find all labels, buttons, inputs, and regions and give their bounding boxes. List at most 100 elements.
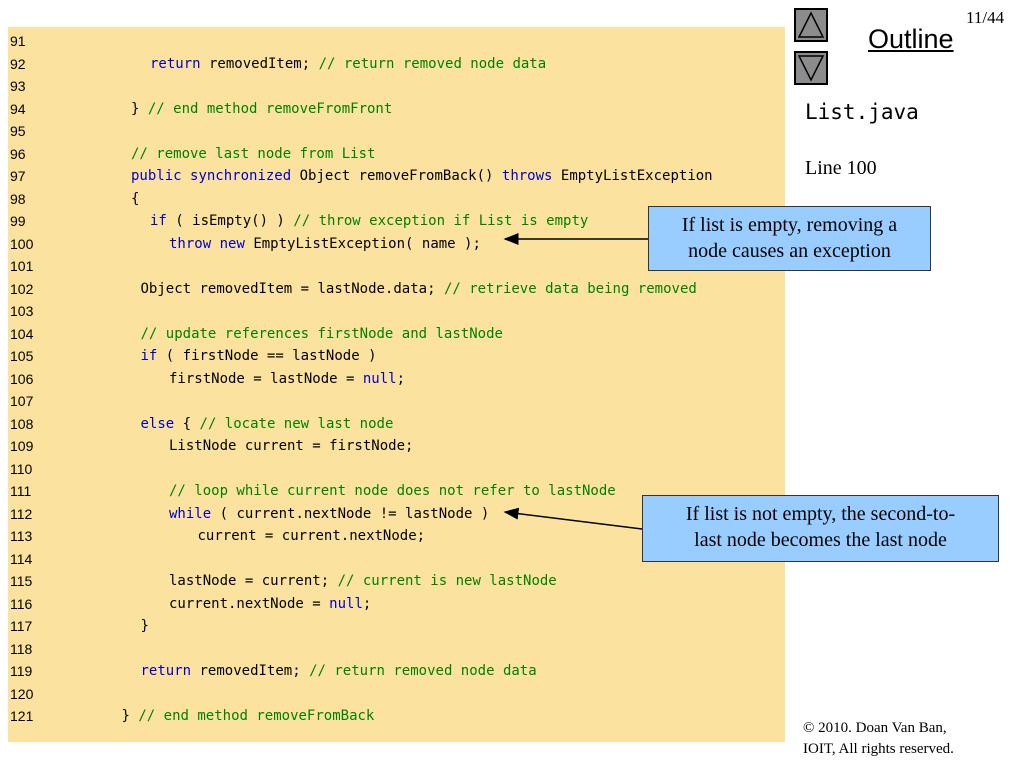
code-comment: // remove last node from List (131, 145, 376, 162)
line-number: 110 (10, 460, 33, 477)
line-number: 91 (10, 33, 26, 49)
code-text: if ( firstNode == lastNode ) (141, 345, 377, 367)
line-number: 107 (10, 393, 34, 409)
code-text: return removedItem; // return removed no… (141, 660, 537, 682)
code-text: throw new EmptyListException( name ); (169, 233, 481, 255)
line-number: 108 (10, 415, 34, 432)
line-number: 105 (10, 348, 34, 364)
code-comment: // throw exception if List is empty (293, 213, 589, 229)
code-token: Object removedItem = lastNode.data; (140, 280, 444, 297)
code-line: 96 // remove last node from List (8, 143, 785, 165)
callout-line: last node becomes the last node (694, 529, 947, 551)
code-token: { (131, 190, 140, 207)
callout-non-empty-list: If list is not empty, the second-to- las… (642, 495, 999, 562)
line-number: 102 (10, 280, 34, 297)
code-keyword: if (150, 213, 167, 229)
code-line: 120 (8, 683, 785, 705)
code-token: current.nextNode = (169, 595, 330, 612)
line-number: 100 (10, 235, 34, 252)
code-token: removedItem; (200, 55, 319, 72)
code-keyword: else (140, 415, 175, 432)
code-text: } // end method removeFromFront (131, 98, 392, 120)
line-number: 114 (10, 550, 33, 567)
line-number: 116 (10, 595, 33, 612)
line-number: 106 (10, 370, 34, 387)
code-token: Object removeFromBack() (291, 168, 502, 184)
next-slide-button[interactable] (794, 51, 828, 85)
code-token: firstNode = lastNode = (169, 370, 363, 387)
code-line: 100 throw new EmptyListException( name ); (8, 233, 785, 255)
line-number: 95 (10, 123, 26, 139)
code-text: ListNode current = firstNode; (169, 435, 413, 457)
line-number: 115 (10, 573, 33, 589)
outline-link[interactable]: Outline (868, 24, 954, 54)
code-token: ListNode current = firstNode; (169, 438, 414, 454)
code-comment: // loop while current node does not refe… (169, 483, 616, 499)
line-number: 117 (10, 618, 33, 634)
slide-counter: 11/44 (966, 8, 1005, 27)
code-line: 110 (8, 458, 785, 480)
line-number: 112 (10, 505, 33, 522)
code-keyword: if (140, 348, 158, 364)
code-token: current = current.nextNode; (197, 528, 426, 544)
code-line: 115 lastNode = current; // current is new… (8, 570, 785, 592)
code-text: { (131, 188, 139, 210)
code-keyword: null (329, 595, 363, 612)
callout-2-arrow (503, 507, 643, 530)
code-line: 93 (8, 75, 785, 97)
code-text: while ( current.nextNode != lastNode ) (169, 503, 489, 525)
callout-empty-list: If list is empty, removing a node causes… (648, 206, 931, 271)
line-reference: Line 100 (805, 157, 877, 179)
code-line: 104// update references firstNode and la… (8, 323, 785, 345)
code-line: 95 (8, 120, 785, 142)
code-line: 107 (8, 390, 785, 412)
code-line: 117} (8, 615, 785, 637)
previous-slide-button[interactable] (794, 8, 828, 42)
code-token: EmptyListException (552, 168, 713, 184)
code-comment: // return removed node data (318, 55, 547, 72)
code-token: lastNode = current; (169, 573, 338, 589)
line-number: 119 (10, 663, 33, 679)
code-text: } (141, 615, 149, 637)
line-number: 97 (10, 168, 26, 184)
code-line: 112 while ( current.nextNode != lastNode … (8, 503, 785, 525)
code-line: 101 (8, 255, 785, 277)
code-token: } (131, 100, 148, 117)
code-line: 106 firstNode = lastNode = null; (8, 368, 785, 390)
callout-line: If list is not empty, the second-to- (685, 503, 956, 525)
code-text: // loop while current node does not refe… (169, 480, 616, 502)
callout-line: node causes an exception (688, 240, 891, 262)
code-keyword: return (140, 663, 192, 679)
code-text: lastNode = current; // current is new la… (169, 570, 557, 592)
line-number: 93 (10, 78, 26, 94)
callout-line: If list is empty, removing a (681, 214, 898, 236)
code-line: 121} // end method removeFromBack (8, 705, 785, 727)
code-line: 92 return removedItem; // return removed … (8, 53, 785, 75)
copyright-line: IOIT, All rights reserved. (803, 741, 954, 757)
line-number: 99 (10, 213, 26, 229)
line-number: 101 (10, 258, 34, 274)
code-keyword: new (219, 235, 245, 252)
code-text: // update references firstNode and lastN… (141, 323, 503, 345)
triangle-up-icon (797, 11, 825, 38)
code-token: ; (362, 595, 372, 612)
code-keyword: throw (169, 235, 212, 252)
line-number: 96 (10, 145, 26, 162)
code-text: current = current.nextNode; (198, 525, 426, 547)
line-number: 118 (10, 640, 33, 657)
line-number: 98 (10, 190, 26, 207)
code-line: 102 Object removedItem = lastNode.data; /… (8, 278, 785, 300)
copyright-line: © 2010. Doan Van Ban, (803, 720, 947, 736)
code-line: 114 (8, 548, 785, 570)
code-text: firstNode = lastNode = null; (169, 368, 405, 390)
code-comment: // locate new last node (199, 415, 394, 432)
line-number: 92 (10, 55, 26, 72)
code-comment: // retrieve data being removed (443, 280, 697, 297)
code-token: ( current.nextNode != lastNode ) (211, 505, 490, 522)
code-keyword: return (150, 55, 201, 72)
triangle-down-icon (797, 55, 825, 82)
line-number: 113 (10, 528, 33, 544)
